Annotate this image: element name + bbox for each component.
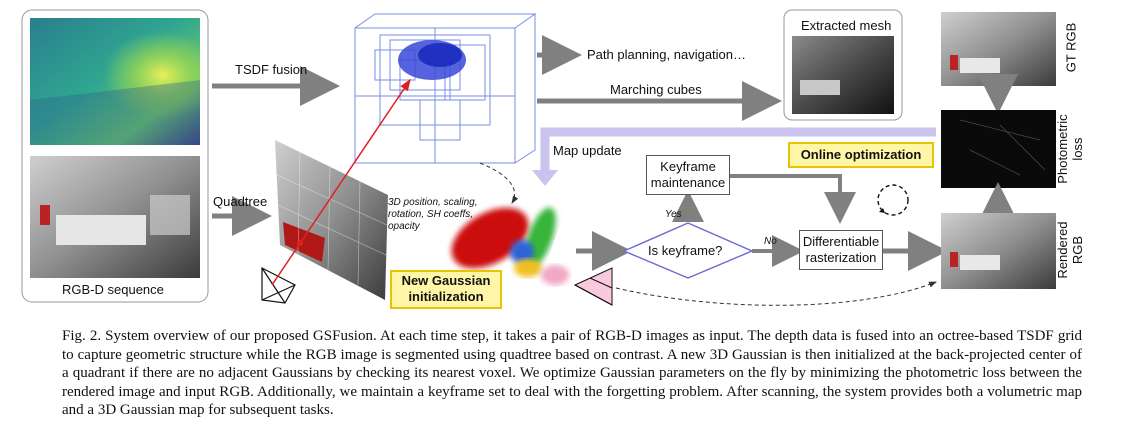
extracted-mesh-image (792, 36, 894, 114)
figure-caption: Fig. 2. System overview of our proposed … (62, 328, 1082, 419)
camera-2-icon (573, 267, 613, 306)
gt-rgb-label: GT RGB (1063, 22, 1079, 73)
rgbd-sequence-label: RGB-D sequence (62, 282, 164, 297)
gaussian-params-label: 3D position, scaling, rotation, SH coeff… (388, 197, 478, 232)
rendered-rgb-image (941, 213, 1056, 289)
quadtree-image-plane (275, 140, 388, 300)
gt-rgb-image (941, 12, 1056, 86)
photometric-loss-label: Photometric loss (1055, 114, 1085, 184)
loop-icon (877, 184, 909, 216)
rendered-rgb-label: Rendered RGB (1055, 221, 1085, 279)
is-keyframe-diamond (622, 222, 754, 279)
no-label: No (764, 236, 777, 247)
tsdf-octree (354, 13, 537, 164)
photometric-loss-image (941, 110, 1056, 188)
tsdf-fusion-label: TSDF fusion (235, 62, 308, 77)
yes-label: Yes (665, 209, 682, 220)
map-update-arrow (540, 127, 936, 172)
marching-cubes-label: Marching cubes (610, 82, 702, 97)
map-update-label: Map update (553, 143, 622, 158)
extracted-mesh-frame (783, 9, 903, 121)
new-gaussian-init-box: New Gaussian initialization (390, 270, 502, 309)
gaussian-blobs (451, 207, 569, 285)
camera-1-icon (261, 267, 296, 304)
extracted-mesh-label: Extracted mesh (801, 18, 892, 33)
is-keyframe-label: Is keyframe? (648, 243, 723, 258)
path-planning-label: Path planning, navigation… (587, 47, 747, 62)
online-optimization-box: Online optimization (788, 142, 934, 168)
quadtree-label: Quadtree (213, 194, 268, 209)
figure-graphics (21, 9, 1056, 306)
back-projection-ray (271, 78, 411, 286)
keyframe-maintenance-box: Keyframe maintenance (646, 155, 730, 195)
rgbd-sequence-frame (21, 9, 209, 303)
differentiable-rasterization-box: Differentiable rasterization (799, 230, 883, 270)
